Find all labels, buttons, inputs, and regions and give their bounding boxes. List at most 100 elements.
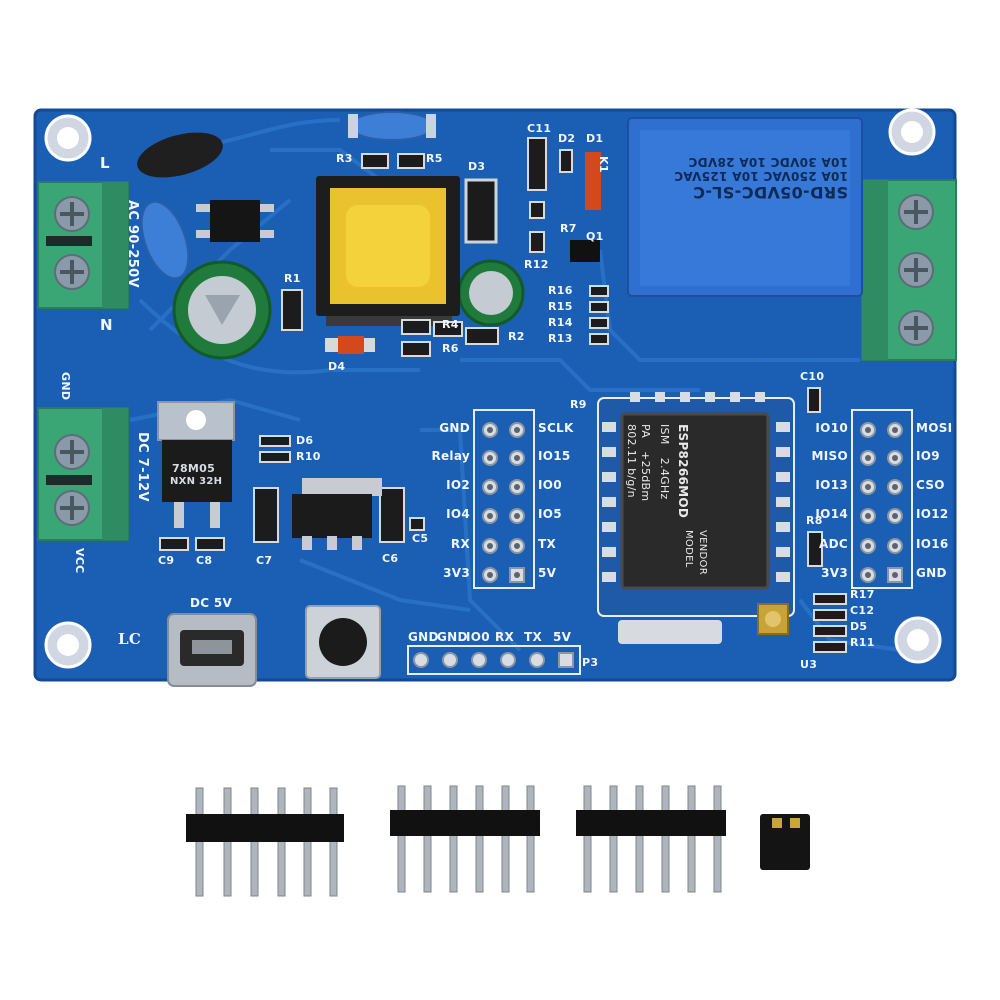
p3-pin-label-3: RX [495,630,515,644]
module-ism-val: 2.4GHz [658,457,671,500]
header-left-pin-hole-1-4 [514,543,520,549]
p3-pin-1 [442,652,458,668]
ref-r8: R8 [806,514,823,527]
mounting-hole [44,108,942,669]
loose-pin-header-1 [186,787,344,897]
header-right-pin-label-4: ADC [819,537,848,551]
header-left [473,409,535,589]
header-left-pin-label-2: IO2 [446,478,470,492]
p3-pin-label-1: GND [437,630,468,644]
ref-k1: K1 [597,156,610,173]
header-left-pin-label-r-1: IO15 [538,449,571,463]
header-left-pin-label-1: Relay [431,449,470,463]
header-right-pin-hole-0-0 [865,427,871,433]
p3-pin-label-0: GND [408,630,439,644]
transformer [316,176,460,326]
header-right-pin-hole-1-1 [892,455,898,461]
p3-pin-label-4: TX [524,630,543,644]
header-right-pin-hole-0-4 [865,543,871,549]
header-right-pin-hole-1-5 [892,572,898,578]
header-left-pin-hole-1-1 [514,455,520,461]
header-right [851,409,913,589]
p3-ref: P3 [582,656,599,669]
module-ism-key: ISM [658,424,671,445]
ref-c7: C7 [256,554,273,567]
header-left-pin-hole-1-2 [514,484,520,490]
bridge-rectifier [196,200,274,242]
ac-terminal-block [37,181,129,309]
dc-vcc-label: VCC [73,548,86,574]
p3-pin-3 [500,652,516,668]
ref-r10: R10 [296,450,321,463]
ref-c12: C12 [850,604,875,617]
module-pa-key: PA [639,424,652,439]
ref-r6: R6 [442,342,459,355]
header-right-pin-label-2: IO13 [815,478,848,492]
transistor-q1 [570,240,600,262]
electrolytic-capacitor [172,259,525,360]
p3-pin-5 [558,652,574,668]
header-right-pin-label-1: MISO [811,449,848,463]
dc-rating-label: DC 7-12V [135,432,150,502]
header-left-pin-hole-1-0 [514,427,520,433]
micro-usb-port[interactable] [167,613,257,687]
diode-d3 [464,178,498,244]
ref-d4: D4 [328,360,346,373]
header-left-pin-label-r-4: TX [538,537,557,551]
header-right-pin-label-r-0: MOSI [916,421,953,435]
y-capacitor [140,111,436,280]
header-right-pin-label-0: IO10 [815,421,848,435]
header-left-pin-label-r-5: 5V [538,566,557,580]
header-left-pin-label-5: 3V3 [443,566,470,580]
ref-r9: R9 [570,398,587,411]
ldo-regulator [292,478,382,550]
header-left-pin-label-r-0: SCLK [538,421,574,435]
ref-r7: R7 [560,222,577,235]
ref-c9: C9 [158,554,175,567]
header-left-pin-label-r-3: IO5 [538,507,562,521]
header-right-pin-label-r-4: IO16 [916,537,949,551]
ref-r11: R11 [850,636,875,649]
module-model-label: MODEL [683,530,694,568]
p3-pin-4 [529,652,545,668]
ref-r16: R16 [548,284,573,297]
header-left-pin-hole-0-1 [487,455,493,461]
ref-q1: Q1 [586,230,604,243]
dc-terminal-block [37,407,129,541]
jumper-cap [760,814,810,870]
header-right-pin-hole-0-3 [865,513,871,519]
ref-u3: U3 [800,658,818,671]
header-left-pin-label-0: GND [439,421,470,435]
module-marking: ESP8266MOD ISM 2.4GHz PA +25dBm 802.11 b… [620,424,690,594]
module-vendor-label: VENDOR [697,530,708,575]
push-button[interactable] [305,605,381,679]
header-right-pin-hole-0-5 [865,572,871,578]
ref-c10: C10 [800,370,825,383]
header-right-pin-label-r-3: IO12 [916,507,949,521]
loose-pin-header-2 [390,785,540,893]
varistor [137,132,223,178]
relay-rating-2: 10A 30VDC 10A 28VDC [688,155,848,169]
p3-header [407,645,581,675]
header-right-pin-label-r-1: IO9 [916,449,940,463]
module-wifi: 802.11 b/g/n [625,424,638,498]
header-right-pin-hole-1-3 [892,513,898,519]
ref-c6: C6 [382,552,399,565]
diode-d1 [585,152,601,210]
ref-r3: R3 [336,152,353,165]
p3-pin-2 [471,652,487,668]
ref-c11: C11 [527,122,552,135]
ac-n-label: N [100,316,113,334]
regulator-line1: 78M05 [172,462,216,475]
ref-d6: D6 [296,434,314,447]
header-right-pin-hole-1-4 [892,543,898,549]
ac-rating-label: AC 90-250V [125,200,140,288]
header-left-pin-label-3: IO4 [446,507,470,521]
header-right-pin-hole-1-2 [892,484,898,490]
ref-d2: D2 [558,132,576,145]
header-left-pin-hole-0-4 [487,543,493,549]
module-name: ESP8266MOD [676,424,690,519]
ref-r4: R4 [442,318,459,331]
header-left-pin-hole-0-2 [487,484,493,490]
ref-r12: R12 [524,258,549,271]
